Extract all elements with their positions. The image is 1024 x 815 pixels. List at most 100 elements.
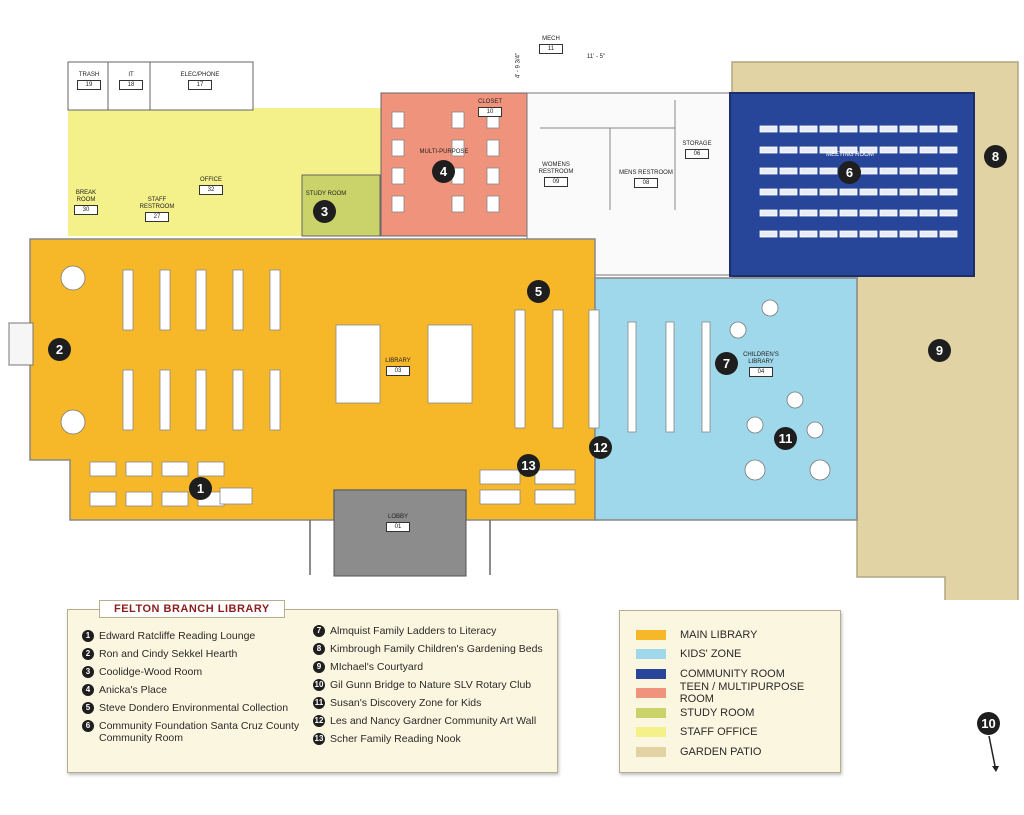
- mp-table: [486, 195, 500, 213]
- marker-10: 10: [977, 712, 1000, 735]
- zone-swatch: [636, 727, 666, 738]
- mp-table: [451, 139, 465, 157]
- legend-item: 4 Anicka's Place: [82, 684, 300, 696]
- legend-item-label: Coolidge-Wood Room: [99, 666, 203, 678]
- legend-item-number: 12: [313, 715, 325, 727]
- nook-seat: [479, 469, 521, 485]
- meeting-chair: [779, 209, 798, 217]
- marker-6: 6: [838, 161, 861, 184]
- zone-swatch: [636, 629, 666, 640]
- legend-item-label: Susan's Discovery Zone for Kids: [330, 697, 482, 709]
- meeting-chair: [799, 167, 818, 175]
- mp-table: [451, 111, 465, 129]
- legend-item-label: Almquist Family Ladders to Literacy: [330, 625, 497, 637]
- lounge-seat: [125, 461, 153, 477]
- zone-key-label: COMMUNITY ROOM: [680, 667, 785, 680]
- lounge-seat: [89, 461, 117, 477]
- meeting-chair: [879, 167, 898, 175]
- mp-table: [391, 139, 405, 157]
- zone-key-label: KIDS' ZONE: [680, 648, 742, 661]
- marker-12: 12: [589, 436, 612, 459]
- legend-title: FELTON BRANCH LIBRARY: [99, 600, 285, 618]
- mp-table: [391, 195, 405, 213]
- meeting-chair: [799, 230, 818, 238]
- bookshelf: [159, 369, 171, 431]
- meeting-chair: [819, 230, 838, 238]
- zone-key-item: STAFF OFFICE: [636, 723, 840, 743]
- meeting-chair: [879, 209, 898, 217]
- zone-swatch: [636, 649, 666, 660]
- mp-table: [451, 195, 465, 213]
- zone-swatch: [636, 668, 666, 679]
- bookshelf: [195, 269, 207, 331]
- legend-item: 8 Kimbrough Family Children's Gardening B…: [313, 643, 553, 655]
- community-room-zone: [729, 92, 975, 277]
- lobby-zone: [333, 489, 467, 577]
- meeting-chair: [839, 146, 858, 154]
- zone-key-label: MAIN LIBRARY: [680, 628, 758, 641]
- legend-item-label: Anicka's Place: [99, 684, 167, 696]
- legend-item-number: 4: [82, 684, 94, 696]
- lounge-seat: [197, 461, 225, 477]
- meeting-chair: [759, 125, 778, 133]
- meeting-chair: [839, 230, 858, 238]
- meeting-chair: [859, 146, 878, 154]
- marker-5: 5: [527, 280, 550, 303]
- legend-item-number: 8: [313, 643, 325, 655]
- meeting-chair: [779, 188, 798, 196]
- dimension-side: 4' - 9 3/4": [515, 52, 522, 79]
- mp-table: [486, 167, 500, 185]
- round-table: [809, 459, 831, 481]
- meeting-chair: [819, 167, 838, 175]
- marker-2: 2: [48, 338, 71, 361]
- meeting-chair: [819, 125, 838, 133]
- zone-key-label: STAFF OFFICE: [680, 726, 758, 739]
- legend-item-label: Kimbrough Family Children's Gardening Be…: [330, 643, 543, 655]
- bookshelf: [701, 321, 711, 433]
- meeting-chair: [879, 125, 898, 133]
- round-table: [744, 459, 766, 481]
- meeting-chair: [899, 209, 918, 217]
- meeting-chair: [779, 125, 798, 133]
- meeting-chair: [919, 167, 938, 175]
- meeting-chair: [899, 125, 918, 133]
- nook-seat: [534, 489, 576, 505]
- marker-13: 13: [517, 454, 540, 477]
- marker-8: 8: [984, 145, 1007, 168]
- meeting-chair: [839, 188, 858, 196]
- round-table: [761, 299, 779, 317]
- meeting-chair: [919, 230, 938, 238]
- legend-item-label: Scher Family Reading Nook: [330, 733, 461, 745]
- zone-swatch: [636, 688, 666, 699]
- meeting-chair: [799, 146, 818, 154]
- meeting-chair: [939, 146, 958, 154]
- meeting-chair: [819, 146, 838, 154]
- meeting-chair: [859, 188, 878, 196]
- lounge-seat: [219, 487, 253, 505]
- meeting-chair: [759, 230, 778, 238]
- round-table: [786, 391, 804, 409]
- zone-key-label: GARDEN PATIO: [680, 745, 762, 758]
- zone-key-label: TEEN / MULTIPURPOSE ROOM: [679, 681, 805, 706]
- meeting-chair: [759, 146, 778, 154]
- bookshelf: [269, 269, 281, 331]
- meeting-chair: [939, 188, 958, 196]
- room-label-study: STUDY ROOM: [305, 191, 347, 197]
- legend-item-label: Edward Ratcliffe Reading Lounge: [99, 630, 256, 642]
- bookshelf: [232, 369, 244, 431]
- legend-item-number: 2: [82, 648, 94, 660]
